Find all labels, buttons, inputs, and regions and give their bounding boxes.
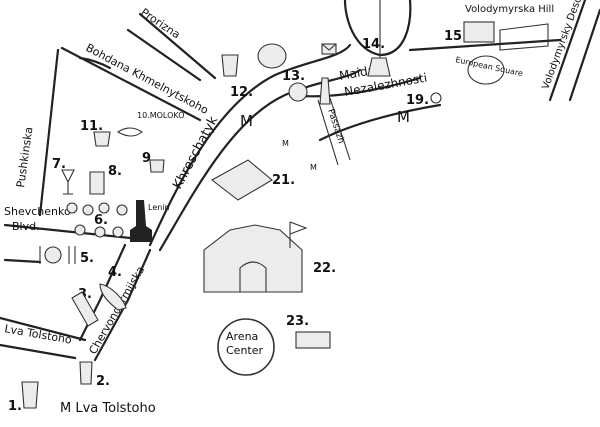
glass-icon-19: [430, 92, 442, 104]
lva-tolstoho-street-line-2: [0, 343, 77, 360]
place-number-15: 15.: [444, 29, 467, 44]
bohdana-label: Bohdana Khmelnytskoho: [84, 41, 211, 117]
place-number-13: 13.: [282, 69, 305, 84]
prorizna-label: Prorizna: [138, 6, 182, 42]
coffee-cup-icon: [149, 159, 165, 173]
passazh-line-2: [329, 97, 351, 161]
metro-symbol-khreschatyk: M: [240, 112, 253, 130]
chervonoarmijska-street-line-2: [78, 243, 127, 342]
razor-icon: [295, 331, 331, 349]
envelope-flap: [321, 43, 337, 51]
lenin-statue-icon: [130, 200, 152, 242]
bazaar-arch: [239, 261, 267, 292]
trees-row: [66, 202, 128, 238]
place-number-6: 6.: [94, 213, 108, 228]
shevchenko-label-1: Shevchenko: [4, 205, 71, 218]
place-number-5: 5.: [80, 251, 94, 266]
passazh-label: Passazh: [325, 108, 346, 145]
flag-icon: [289, 221, 308, 248]
wine-bottle-icon: [319, 77, 331, 105]
bottle-icon-4: [99, 283, 127, 311]
lva-tolstoho-street-label: Lva Tolstoho: [3, 322, 72, 347]
arena-label-2: Center: [226, 344, 264, 357]
place-number-1: 1.: [8, 399, 22, 414]
place-number-11: 11.: [80, 119, 103, 134]
place-number-2: 2.: [96, 374, 110, 389]
beer-mug-icon: [89, 171, 105, 195]
building-icon-15: [463, 21, 495, 43]
pushkinska-label: Pushkinska: [14, 126, 35, 188]
monument-icon: [367, 57, 391, 77]
chervonoarmijska-street-line: [93, 248, 152, 362]
glasses-icon: [221, 54, 239, 77]
teacup-icon: [93, 131, 111, 147]
cup-icon: [21, 381, 39, 409]
shevchenko-street-line-2: [3, 258, 42, 264]
cake-icon: [257, 43, 287, 69]
khreschatyk-street-line: [148, 43, 352, 247]
glass-icon: [79, 361, 93, 385]
bohdana-street-line-2: [78, 56, 112, 70]
building-icon-21: [211, 159, 273, 201]
lva-tolstoho-street-line: [0, 316, 87, 342]
place-number-23: 23.: [286, 314, 309, 329]
audience-icon: [499, 23, 549, 51]
fork-icon: [39, 246, 76, 264]
bohdana-street-line: [60, 46, 202, 122]
place-number-7: 7.: [52, 157, 66, 172]
european-square-label: European Square: [455, 55, 524, 78]
metro-symbol-small-1: M: [282, 139, 289, 148]
volodymyrska-hill-label: Volodymyrska Hill: [465, 4, 554, 15]
volodymyrsky-descent-line-2: [568, 8, 600, 102]
place-number-14: 14.: [362, 37, 385, 52]
place-number-4: 4.: [108, 265, 122, 280]
ice-cream-icon: [288, 82, 308, 102]
place-number-8: 8.: [108, 164, 122, 179]
passazh-line: [317, 99, 339, 166]
bottle-icon-3: [71, 291, 99, 327]
lenin-label: Lenin: [148, 203, 170, 212]
place-number-21: 21.: [272, 173, 295, 188]
european-square-circle: [467, 55, 505, 85]
place-number-22: 22.: [313, 261, 336, 276]
volodymyrska-hill-line: [408, 38, 562, 52]
pushkinska-street-line: [38, 48, 60, 217]
place-number-12: 12.: [230, 85, 253, 100]
arena-circle: [217, 318, 275, 376]
legend-metro-lva-tolstoho: M Lva Tolstoho: [60, 401, 156, 416]
khreschatyk-street-line-2: [158, 68, 362, 252]
place-number-19: 19.: [406, 93, 429, 108]
bazaar-building-icon: [203, 224, 303, 293]
metro-symbol-small-2: M: [310, 163, 317, 172]
moloko-label: 10.MOLOKO: [137, 111, 185, 120]
shevchenko-label-2: Blvd.: [12, 220, 40, 233]
metro-symbol-maidan: M: [397, 108, 410, 126]
cocktail-glass-icon: [61, 169, 75, 195]
arena-label-1: Arena: [226, 330, 258, 343]
prorizna-street-line: [138, 12, 217, 80]
plate-icon: [44, 246, 62, 264]
hands-icon: [116, 127, 143, 137]
volodymyrsky-descent-line: [548, 0, 587, 102]
maidan-street-line-2: [318, 103, 442, 142]
envelope-icon: [321, 43, 337, 55]
prorizna-street-line-2: [126, 28, 202, 82]
